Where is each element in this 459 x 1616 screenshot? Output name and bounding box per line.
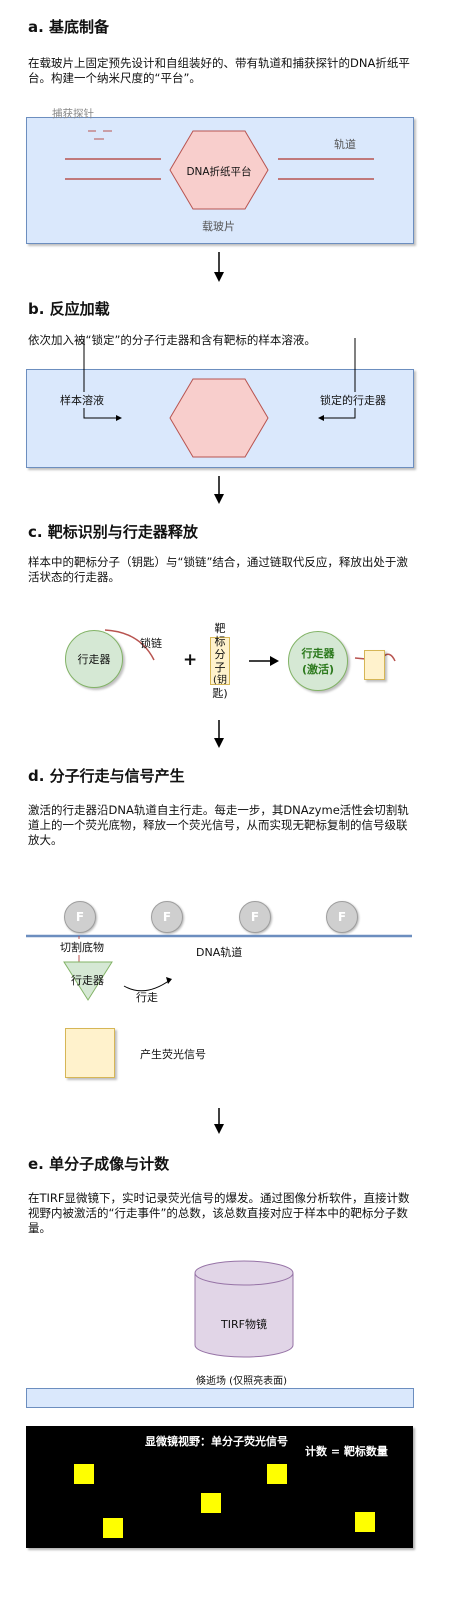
cleave-substrate-label: 切割底物 bbox=[60, 939, 104, 955]
signal-label: 产生荧光信号 bbox=[140, 1048, 206, 1061]
fluorescent-substrate-3: F bbox=[239, 901, 271, 933]
tirf-objective bbox=[194, 1260, 294, 1358]
active-walker-circle: 行走器 (激活) bbox=[288, 631, 348, 691]
evanescent-label: 倏逝场 (仅照亮表面) bbox=[196, 1376, 287, 1387]
origami-hexagon-b bbox=[169, 378, 269, 458]
arrow-a-b bbox=[214, 252, 224, 282]
active-walker-label-2: (激活) bbox=[301, 663, 335, 676]
target-molecule: 靶 标 分 子 (钥 匙) bbox=[210, 622, 230, 700]
target-lock-complex bbox=[364, 650, 385, 680]
target-card bbox=[210, 637, 230, 685]
capture-probe-label: 捕获探针 bbox=[52, 108, 94, 120]
fluorescent-spot-5 bbox=[355, 1512, 375, 1532]
section-d-title: d. 分子行走与信号产生 bbox=[28, 767, 185, 785]
section-b-title: b. 反应加载 bbox=[28, 300, 110, 318]
walk-arrow bbox=[123, 979, 171, 992]
walk-label: 行走 bbox=[136, 991, 158, 1004]
evanescent-field bbox=[26, 1388, 414, 1408]
objective-top bbox=[194, 1260, 294, 1286]
section-e-desc: 在TIRF显微镜下，实时记录荧光信号的爆发。通过图像分析软件，直接计数视野内被激… bbox=[28, 1191, 410, 1235]
fluorescent-signal-card bbox=[65, 1028, 115, 1078]
origami-platform-label: DNA折纸平台 bbox=[186, 166, 252, 178]
objective-label: TIRF物镜 bbox=[221, 1318, 267, 1331]
section-b-desc: 依次加入被“锁定”的分子行走器和含有靶标的样本溶液。 bbox=[28, 333, 316, 347]
lock-chain-label: 锁链 bbox=[140, 637, 162, 650]
fluorescent-spot-4 bbox=[103, 1518, 123, 1538]
section-a-title: a. 基底制备 bbox=[28, 18, 110, 36]
section-c-title: c. 靶标识别与行走器释放 bbox=[28, 523, 198, 541]
walker-circle: 行走器 bbox=[65, 630, 123, 688]
walker-arrow bbox=[322, 338, 356, 419]
lock-chain-curve bbox=[104, 629, 155, 661]
fluorescent-substrate-4: F bbox=[326, 901, 358, 933]
fluorescent-substrate-1: F bbox=[64, 901, 96, 933]
microscope-view: 显微镜视野：单分子荧光信号 计数 = 靶标数量 bbox=[26, 1426, 413, 1548]
target-label-stack: 靶 标 分 子 (钥 匙) bbox=[212, 622, 228, 700]
section-a-graphics bbox=[65, 130, 374, 210]
arrow-c-d bbox=[214, 720, 224, 748]
view-title: 显微镜视野：单分子荧光信号 bbox=[145, 1435, 288, 1448]
arrow-b-c bbox=[214, 476, 224, 504]
section-b-graphics bbox=[83, 338, 356, 458]
fluorescent-spot-3 bbox=[201, 1493, 221, 1513]
walker-d-label: 行走器 bbox=[71, 974, 104, 987]
plus-sign: + bbox=[183, 650, 198, 670]
sample-solution-label: 样本溶液 bbox=[60, 392, 104, 408]
objective-body bbox=[194, 1273, 294, 1358]
section-e-title: e. 单分子成像与计数 bbox=[28, 1155, 170, 1173]
section-a-desc: 在载玻片上固定预先设计和自组装好的、带有轨道和捕获探针的DNA折纸平台。构建一个… bbox=[28, 56, 410, 85]
locked-walker-label: 锁定的行走器 bbox=[320, 392, 386, 408]
arrow-d-e bbox=[214, 1108, 224, 1134]
section-c-desc: 样本中的靶标分子（钥匙）与“锁链”结合，通过链取代反应，释放出处于激活状态的行走… bbox=[28, 555, 408, 584]
sample-arrow bbox=[83, 338, 118, 419]
fluorescent-spot-1 bbox=[74, 1464, 94, 1484]
section-d-graphics bbox=[26, 934, 412, 1001]
slide-label: 载玻片 bbox=[202, 220, 235, 233]
track-label: 轨道 bbox=[334, 138, 356, 151]
section-d-desc: 激活的行走器沿DNA轨道自主行走。每走一步，其DNAzyme活性会切割轨道上的一… bbox=[28, 803, 409, 847]
count-label: 计数 = 靶标数量 bbox=[305, 1445, 388, 1458]
origami-hexagon bbox=[169, 130, 269, 210]
dna-track-label: DNA轨道 bbox=[196, 946, 243, 959]
walker-label: 行走器 bbox=[77, 653, 111, 666]
active-walker-label-1: 行走器 bbox=[301, 647, 335, 660]
fluorescent-spot-2 bbox=[267, 1464, 287, 1484]
walker-triangle bbox=[63, 961, 113, 1001]
fluorescent-substrate-2: F bbox=[151, 901, 183, 933]
